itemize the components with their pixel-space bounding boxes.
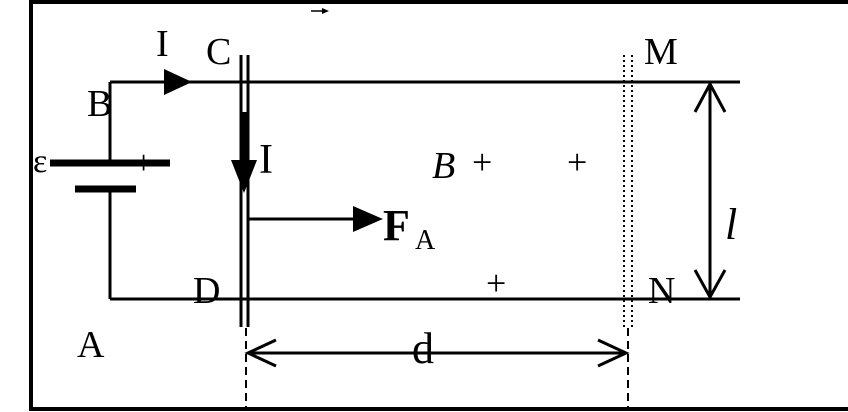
label-force-main: F — [383, 201, 410, 250]
force-arrow-head — [353, 206, 383, 232]
label-length: l — [725, 200, 737, 249]
label-current-top: I — [156, 23, 169, 65]
label-field-cross-3: + — [486, 263, 506, 303]
label-field-cross-1: + — [472, 142, 492, 182]
label-battery-plus: + — [134, 145, 153, 182]
label-point-m: M — [644, 31, 678, 73]
label-field-cross-2: + — [567, 142, 587, 182]
label-emf: ε — [33, 143, 47, 180]
label-point-d: D — [193, 270, 220, 312]
label-distance: d — [412, 324, 434, 373]
vector-mark-head — [322, 8, 329, 14]
current-arrow-rod-head — [231, 160, 257, 193]
label-point-c: C — [206, 31, 231, 73]
length-arrow-head-top — [693, 80, 727, 113]
distance-arrow-head-right — [597, 338, 630, 368]
length-arrow-head-bottom — [693, 269, 727, 301]
label-point-a: A — [77, 324, 105, 366]
label-point-b: B — [87, 83, 112, 125]
distance-arrow-head-left — [244, 338, 277, 368]
label-point-n: N — [648, 270, 675, 312]
current-arrow-top — [164, 69, 192, 95]
frame — [29, 0, 848, 411]
label-field: B — [432, 145, 455, 187]
label-force-sub: A — [415, 225, 436, 256]
label-current-rod: I — [259, 137, 273, 183]
